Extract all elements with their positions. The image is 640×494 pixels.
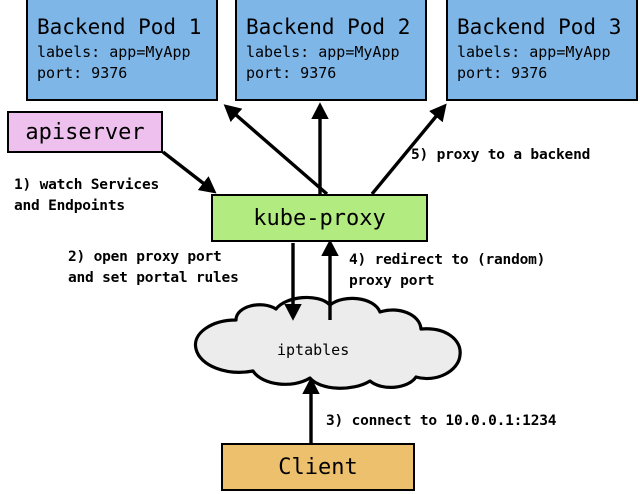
step1-label-line2: and Endpoints xyxy=(14,198,125,214)
kube-proxy-box[interactable]: kube-proxy xyxy=(211,194,428,242)
backend-pod-3-labels: labels: app=MyApp xyxy=(457,42,611,61)
backend-pod-3-title: Backend Pod 3 xyxy=(457,14,622,39)
backend-pod-1-port: port: 9376 xyxy=(37,63,128,82)
iptables-cloud xyxy=(193,295,462,390)
backend-pod-2-labels: labels: app=MyApp xyxy=(246,42,400,61)
apiserver-box[interactable]: apiserver xyxy=(7,111,163,153)
step4-label-line1: 4) redirect to (random) xyxy=(349,252,546,268)
client-label: Client xyxy=(278,454,358,480)
step2-label-line1: 2) open proxy port xyxy=(68,249,222,265)
step4-label-line2: proxy port xyxy=(349,273,435,289)
backend-pod-2-title: Backend Pod 2 xyxy=(246,14,411,39)
backend-pod-3-port: port: 9376 xyxy=(457,63,548,82)
backend-pod-1-title: Backend Pod 1 xyxy=(37,14,202,39)
step1-label-line1: 1) watch Services xyxy=(14,177,160,193)
apiserver-label: apiserver xyxy=(25,119,145,145)
step2-label-line2: and set portal rules xyxy=(68,270,239,286)
iptables-label: iptables xyxy=(277,341,350,359)
client-box[interactable]: Client xyxy=(221,443,415,491)
edge-kubeproxy-to-pod1 xyxy=(223,104,329,196)
backend-pod-1-box[interactable]: Backend Pod 1 labels: app=MyApp port: 93… xyxy=(26,0,218,101)
kube-proxy-label: kube-proxy xyxy=(253,205,386,231)
step3-label: 3) connect to 10.0.0.1:1234 xyxy=(326,413,557,429)
backend-pod-1-labels: labels: app=MyApp xyxy=(37,42,191,61)
step5-label: 5) proxy to a backend xyxy=(411,147,591,163)
backend-pod-2-box[interactable]: Backend Pod 2 labels: app=MyApp port: 93… xyxy=(235,0,427,101)
backend-pod-3-box[interactable]: Backend Pod 3 labels: app=MyApp port: 93… xyxy=(446,0,638,101)
backend-pod-2-port: port: 9376 xyxy=(246,63,337,82)
edge-kubeproxy-to-pod3 xyxy=(370,103,447,196)
edge-apiserver-to-kubeproxy xyxy=(161,150,217,194)
